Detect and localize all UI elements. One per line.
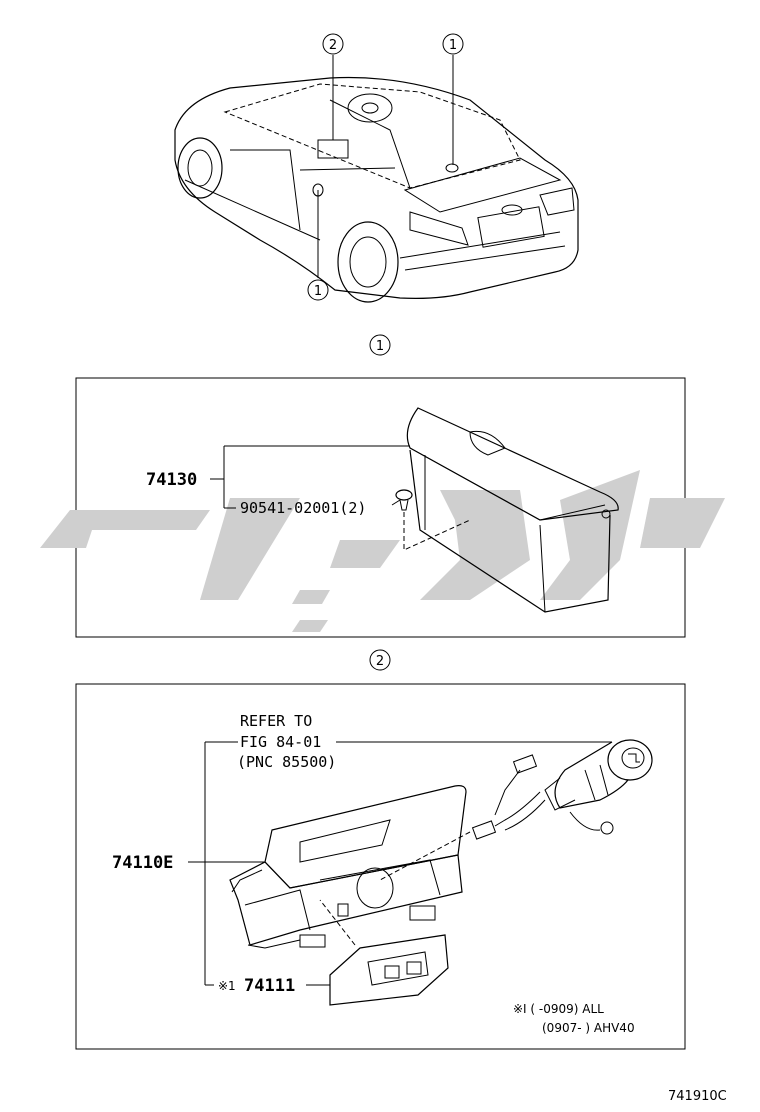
panel-insert-illustration: [319, 899, 449, 1006]
part-number-screw: 90541-02001(2): [240, 499, 366, 517]
watermark-logo: [40, 470, 725, 632]
svg-text:1: 1: [314, 284, 322, 299]
applicability-note-line1: ※I ( -0909) ALL: [513, 1002, 604, 1016]
cigarette-lighter-illustration: [379, 739, 653, 881]
section-2-leaders: [188, 741, 612, 986]
section-2-marker: 2: [369, 649, 391, 671]
console-panel-illustration: [229, 785, 467, 949]
part-74130-bracket: [210, 445, 410, 509]
applicability-note-line2: (0907- ) AHV40: [542, 1021, 635, 1035]
figure-id: 741910C: [668, 1089, 727, 1104]
car-overview-illustration: [174, 55, 579, 303]
svg-text:2: 2: [329, 38, 337, 53]
callout-2-top: 2: [322, 33, 344, 55]
section-2-frame: [75, 683, 686, 1050]
part-number-74110E: 74110E: [112, 853, 173, 873]
svg-text:2: 2: [376, 654, 384, 669]
part-number-74130: 74130: [146, 470, 197, 490]
refer-text-line3: (PNC 85500): [237, 753, 336, 771]
callout-1-top: 1: [442, 33, 464, 55]
svg-text:1: 1: [449, 38, 457, 53]
storage-box-illustration: [395, 407, 619, 613]
refer-text-line1: REFER TO: [240, 712, 312, 730]
part-number-74111: 74111: [244, 976, 295, 996]
refer-text-line2: FIG 84-01: [240, 733, 321, 751]
callout-1-bottom: 1: [307, 279, 329, 301]
part-prefix-note-mark: ※1: [218, 979, 236, 993]
section-1-marker: 1: [369, 334, 391, 356]
svg-text:1: 1: [376, 339, 384, 354]
